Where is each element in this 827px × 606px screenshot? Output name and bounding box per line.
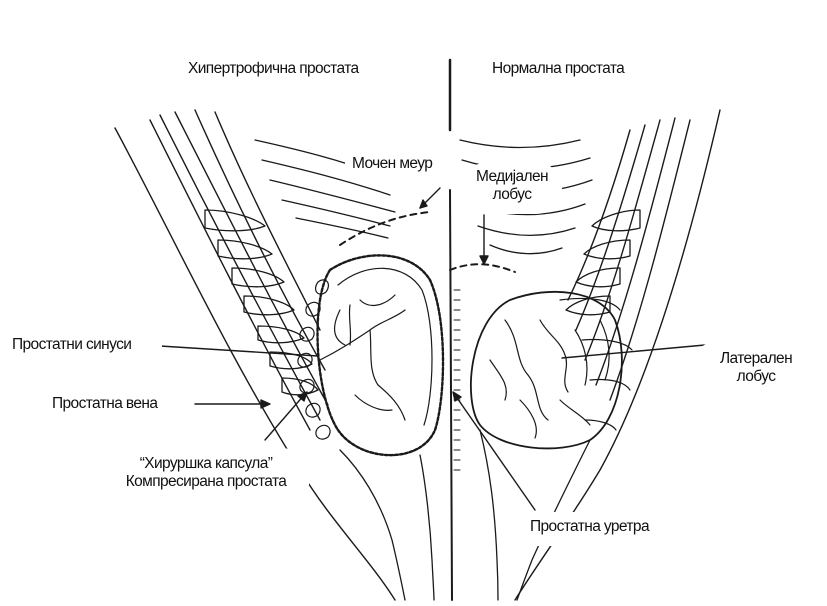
label-surgical-capsule-line2: Компресирана простата	[104, 473, 308, 491]
label-median-lobe-line2: лобус	[466, 186, 558, 204]
label-surgical-capsule-line1: “Хируршка капсула”	[104, 455, 308, 473]
label-lateral-lobe: Латерален лобус	[700, 350, 812, 386]
bladder-neck-dashed-right	[450, 264, 515, 272]
label-surgical-capsule: “Хируршка капсула” Компресирана простата	[104, 455, 308, 491]
label-prostatic-urethra: Простатна уретра	[530, 518, 649, 536]
label-normal-prostate: Нормална простата	[492, 60, 624, 78]
urethra-hatching	[454, 290, 460, 470]
normal-prostate-outline	[471, 292, 622, 449]
left-urethra-wall	[340, 450, 434, 600]
label-median-lobe: Медијален лобус	[466, 168, 558, 204]
label-hypertrophic-prostate: Хипертрофична простата	[188, 60, 359, 78]
label-lateral-lobe-line2: лобус	[700, 368, 812, 386]
hypertrophic-prostate-veins	[320, 295, 405, 420]
label-prostatic-sinuses: Простатни синуси	[12, 336, 131, 354]
label-lateral-lobe-line1: Латерален	[700, 350, 812, 368]
label-bladder: Мочен меур	[352, 155, 432, 173]
label-median-lobe-line1: Медијален	[466, 168, 558, 186]
label-prostatic-vein: Простатна вена	[52, 395, 157, 413]
